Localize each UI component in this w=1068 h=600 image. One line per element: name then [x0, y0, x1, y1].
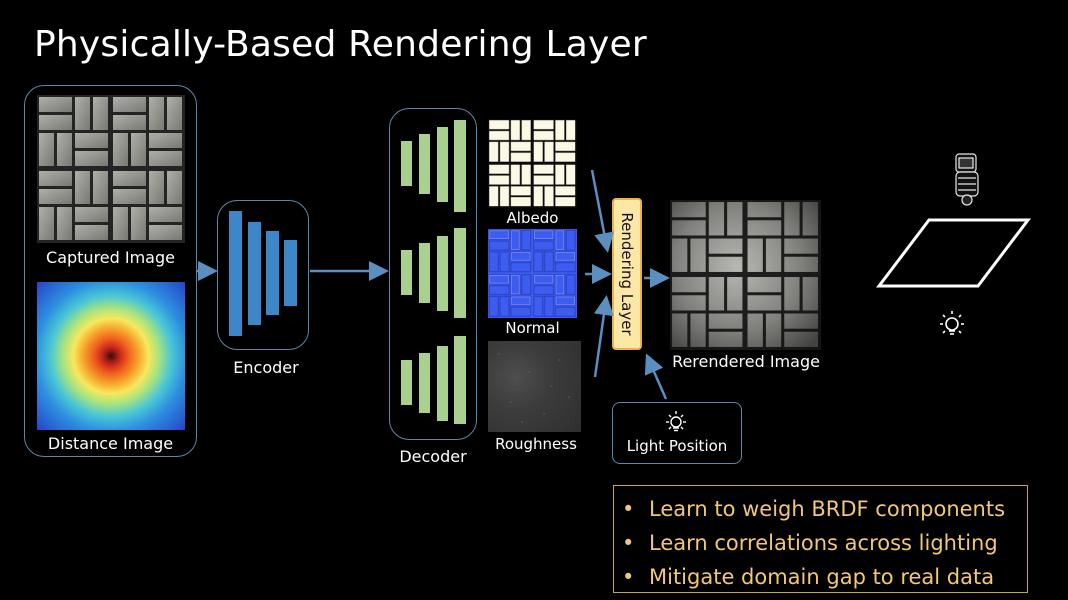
plane-outline	[875, 218, 1032, 288]
albedo-map	[488, 119, 577, 208]
decoder-bar	[454, 120, 466, 212]
light-position-box: Light Position	[612, 402, 742, 464]
bullet-item: Mitigate domain gap to real data	[622, 560, 1027, 594]
light-position-label: Light Position	[626, 437, 728, 455]
normal-map	[488, 229, 577, 318]
distance-image-label: Distance Image	[47, 434, 174, 453]
rerendered-image-label: Rerendered Image	[672, 352, 820, 371]
decoder-bar	[419, 243, 430, 303]
encoder-bars	[229, 211, 297, 336]
camera-icon	[955, 153, 979, 206]
decoder-bar	[401, 141, 412, 186]
light-bulb-icon	[666, 411, 686, 432]
arrow-albedo-to-render	[590, 169, 614, 253]
decoder-bar	[437, 127, 448, 202]
albedo-label: Albedo	[506, 209, 559, 227]
decoder-bar	[419, 353, 430, 413]
arrow-roughness-to-render	[593, 295, 614, 378]
input-images-frame	[24, 85, 197, 457]
roughness-map	[488, 341, 581, 432]
captured-image	[37, 95, 185, 243]
encoder-bar	[284, 240, 297, 306]
encoder-bar	[248, 222, 261, 325]
decoder-bar	[454, 336, 466, 424]
distance-image	[37, 282, 185, 430]
encoder-bar	[229, 211, 242, 336]
bullet-item: Learn correlations across lighting	[622, 526, 1027, 560]
decoder-frame	[389, 108, 477, 440]
light-bulb-icon	[940, 311, 964, 335]
decoder-label: Decoder	[399, 447, 467, 466]
normal-label: Normal	[505, 319, 560, 337]
rendering-layer-block: Rendering Layer	[612, 198, 642, 350]
rerendered-image	[670, 200, 821, 350]
decoder-bars-albedo	[401, 120, 466, 212]
decoder-bar	[454, 228, 466, 318]
key-points-box: Learn to weigh BRDF components Learn cor…	[613, 485, 1028, 593]
decoder-bar	[437, 346, 448, 421]
encoder-bar	[266, 231, 279, 315]
decoder-bar	[437, 236, 448, 311]
encoder-label: Encoder	[233, 358, 299, 377]
roughness-label: Roughness	[495, 435, 577, 453]
decoder-bar	[419, 134, 430, 194]
bullet-item: Learn to weigh BRDF components	[622, 492, 1027, 526]
decoder-bars-roughness	[401, 336, 466, 424]
arrow-light-to-render	[644, 353, 668, 400]
captured-image-label: Captured Image	[46, 248, 175, 267]
decoder-bar	[401, 250, 412, 295]
decoder-bars-normal	[401, 228, 466, 318]
decoder-bar	[401, 360, 412, 405]
page-title: Physically-Based Rendering Layer	[34, 24, 647, 65]
